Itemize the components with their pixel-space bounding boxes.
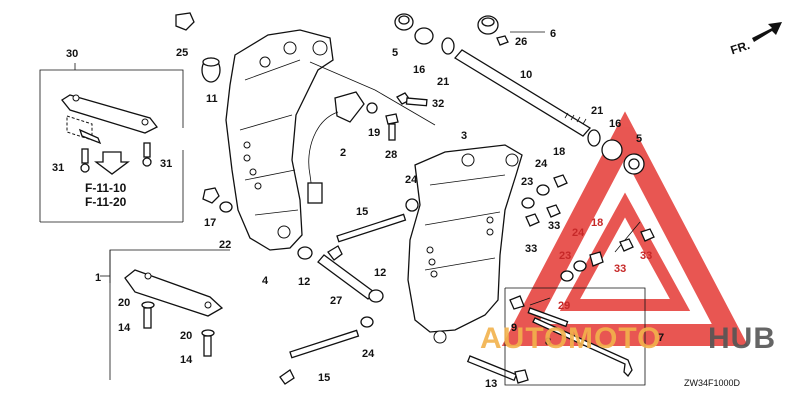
callout-5-right: 5 <box>636 133 642 145</box>
callout-15-lower: 15 <box>318 372 330 384</box>
callout-24-right-lower: 24 <box>572 227 585 239</box>
callout-18-upper: 18 <box>553 146 565 158</box>
callout-14-lower: 14 <box>180 354 193 366</box>
direction-arrow: FR. <box>729 22 782 57</box>
callout-29: 29 <box>558 300 570 312</box>
stay-plate <box>61 94 158 134</box>
right-hardware-lower: 18 24 23 33 33 <box>559 217 655 282</box>
washer-19: 19 <box>366 102 380 139</box>
grommet-11: 11 <box>201 57 221 105</box>
ref-label-f-11-20: F-11-20 <box>85 195 127 209</box>
nut-17: 17 <box>202 187 220 229</box>
callout-7: 7 <box>658 332 664 344</box>
callout-5-top: 5 <box>392 47 398 59</box>
bushing-assembly-6: 26 6 <box>477 15 556 48</box>
callout-30: 30 <box>66 48 78 60</box>
callout-22: 22 <box>219 239 231 251</box>
callout-15-upper: 15 <box>356 206 368 218</box>
callout-2: 2 <box>340 147 346 159</box>
clip-25: 25 <box>175 12 195 59</box>
callout-33-d: 33 <box>640 250 652 262</box>
callout-25: 25 <box>176 47 188 59</box>
arrow-down-icon <box>94 151 130 175</box>
bushing-5-right: 5 <box>623 133 645 175</box>
ring-21-right: 21 <box>587 105 603 147</box>
tilt-lever-assembly: 29 9 8 7 <box>504 287 664 386</box>
watermark-hub: HUB <box>708 322 776 355</box>
callout-31-right: 31 <box>160 158 172 170</box>
bushing-5-top: 5 <box>392 13 414 59</box>
callout-8: 8 <box>545 336 551 348</box>
ring-21-top: 21 <box>437 37 455 88</box>
collar-12-right: 12 <box>368 267 386 303</box>
swivel-bracket-3: 3 <box>407 130 523 344</box>
bolt-31-right <box>142 157 152 167</box>
tilt-shaft-10: 10 <box>454 49 591 137</box>
callout-24-upper: 24 <box>405 174 418 186</box>
callout-1: 1 <box>95 272 101 284</box>
callout-23-upper: 23 <box>521 176 533 188</box>
bolt-13: 13 <box>466 355 529 390</box>
callout-17: 17 <box>204 217 216 229</box>
stern-bracket-4: 4 <box>225 29 334 287</box>
callout-20-lower: 20 <box>180 330 192 342</box>
bolt-32: 32 <box>396 92 444 110</box>
callout-24-lower: 24 <box>362 348 375 360</box>
bolt-31-left <box>80 163 90 173</box>
callout-16-right: 16 <box>609 118 621 130</box>
callout-20-upper: 20 <box>118 297 130 309</box>
callout-32: 32 <box>432 98 444 110</box>
callout-11: 11 <box>206 93 218 105</box>
washer-24-upper: 24 <box>405 174 419 212</box>
shaft-27: 27 <box>317 254 375 307</box>
callout-28: 28 <box>385 149 397 161</box>
callout-24-right-upper: 24 <box>535 158 548 170</box>
washer-24-lower: 24 <box>360 316 375 360</box>
callout-10: 10 <box>520 69 532 81</box>
callout-21-right: 21 <box>591 105 603 117</box>
watermark-triangle <box>501 111 749 346</box>
right-hardware-upper: 18 24 23 33 33 <box>521 146 568 255</box>
callout-31-left: 31 <box>52 162 64 174</box>
bolt-15-upper: 15 <box>327 206 407 261</box>
callout-33-c: 33 <box>614 263 626 275</box>
bolt-15-lower: 15 <box>279 329 360 385</box>
callout-18-lower: 18 <box>591 217 603 229</box>
callout-9: 9 <box>511 322 517 334</box>
collar-12-left: 12 <box>297 246 313 288</box>
callout-33-b: 33 <box>525 243 537 255</box>
stay-assembly-1: 1 20 14 20 14 <box>95 249 230 380</box>
seal-16-right: 16 <box>601 118 623 161</box>
direction-label: FR. <box>729 38 752 57</box>
callout-13: 13 <box>485 378 497 390</box>
watermark-auto: AUTO <box>480 322 568 355</box>
callout-12-right: 12 <box>374 267 386 279</box>
callout-3: 3 <box>461 130 467 142</box>
callout-16-top: 16 <box>413 64 425 76</box>
bolt-28: 28 <box>385 113 399 161</box>
callout-33-a: 33 <box>548 220 560 232</box>
callout-21-top: 21 <box>437 76 449 88</box>
washer-22: 22 <box>219 201 233 251</box>
callout-27: 27 <box>330 295 342 307</box>
drawing-code: ZW34F1000D <box>684 378 741 388</box>
watermark-text: AUTO MOTO HUB <box>480 322 776 355</box>
ref-label-f-11-10: F-11-10 <box>85 181 127 195</box>
inset-box-30: 30 31 31 F-11-10 F-11-20 <box>39 48 184 223</box>
callout-12-left: 12 <box>298 276 310 288</box>
callout-14-upper: 14 <box>118 322 131 334</box>
callout-26: 26 <box>515 36 527 48</box>
watermark-moto: MOTO <box>568 322 661 355</box>
callout-6: 6 <box>550 28 556 40</box>
callout-19: 19 <box>368 127 380 139</box>
trim-sensor-2: 2 <box>307 61 436 204</box>
callout-4: 4 <box>262 275 269 287</box>
seal-16-top: 16 <box>413 27 434 76</box>
callout-23-lower: 23 <box>559 250 571 262</box>
stay-plate-lower <box>124 269 224 317</box>
